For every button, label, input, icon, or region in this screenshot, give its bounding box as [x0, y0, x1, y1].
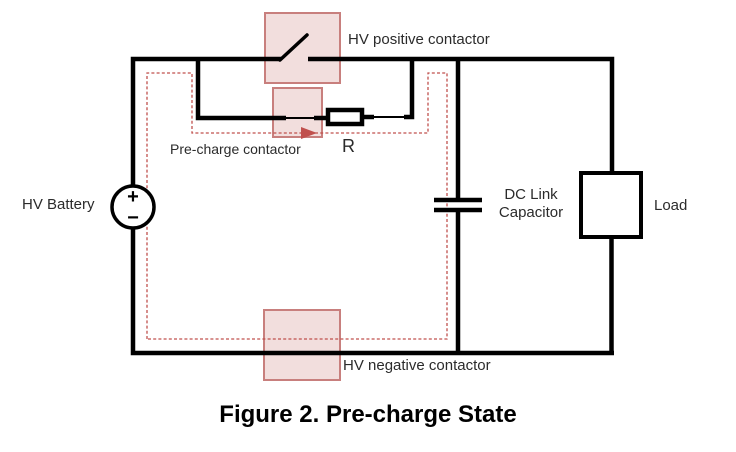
pre-charge-contactor-box	[272, 87, 323, 138]
hv-positive-contactor-label: HV positive contactor	[348, 31, 490, 48]
wire-precharge-branch	[195, 57, 286, 121]
circuit-wires	[130, 56, 615, 356]
dc-link-capacitor-label-line1: DC Link	[504, 186, 558, 203]
wire-top-left	[130, 56, 281, 187]
hv-negative-contactor-box	[263, 309, 341, 381]
hv-negative-contactor-label: HV negative contactor	[343, 357, 491, 374]
load-box	[579, 171, 643, 239]
hv-battery-label: HV Battery	[22, 196, 95, 213]
figure-caption: Figure 2. Pre-charge State	[219, 401, 517, 428]
capacitor-symbol	[434, 197, 482, 213]
dc-link-capacitor-label-line2: Capacitor	[498, 204, 564, 221]
pre-charge-contactor-blade	[284, 116, 406, 119]
wire-resistor-to-top	[404, 57, 415, 120]
wire-top-right	[308, 56, 615, 175]
dc-link-capacitor-label: DC Link Capacitor	[489, 186, 573, 222]
pre-charge-contactor-label: Pre-charge contactor	[170, 141, 301, 157]
resistor-label: R	[342, 136, 355, 156]
battery-plus-icon: +	[127, 186, 139, 208]
current-direction-arrow-icon	[301, 127, 317, 139]
pre-charge-current-path	[146, 72, 448, 340]
wire-bottom	[130, 227, 614, 356]
open-switch-icon	[278, 33, 309, 62]
battery-symbol	[110, 184, 156, 230]
resistor-symbol	[325, 107, 365, 127]
hv-positive-contactor-box	[264, 12, 341, 84]
battery-minus-icon: −	[127, 207, 139, 229]
load-label: Load	[654, 197, 688, 214]
